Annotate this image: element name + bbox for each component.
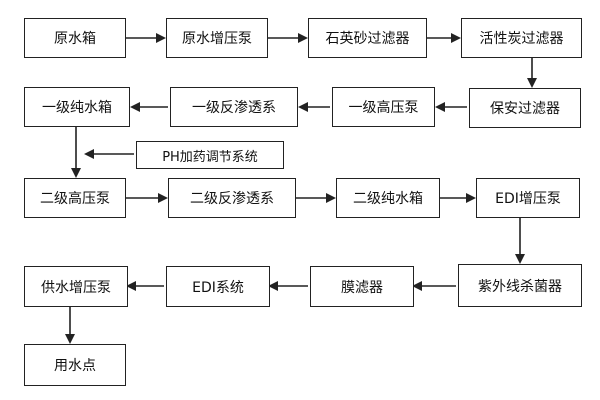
- node-secondary-pure-water-tank: 二级纯水箱: [336, 178, 440, 218]
- node-edi-booster-pump: EDI增压泵: [476, 178, 580, 218]
- node-primary-reverse-osmosis: 一级反渗透系: [170, 87, 298, 127]
- node-quartz-sand-filter: 石英砂过滤器: [308, 18, 427, 58]
- node-secondary-high-pressure-pump: 二级高压泵: [24, 178, 126, 218]
- node-raw-water-booster-pump: 原水增压泵: [166, 18, 268, 58]
- node-ph-dosing-system: PH加药调节系统: [136, 141, 284, 169]
- node-activated-carbon-filter: 活性炭过滤器: [461, 18, 582, 58]
- node-secondary-reverse-osmosis: 二级反渗透系: [168, 178, 296, 218]
- node-primary-pure-water-tank: 一级纯水箱: [24, 87, 130, 127]
- node-raw-water-tank: 原水箱: [24, 18, 126, 58]
- node-edi-system: EDI系统: [166, 266, 270, 307]
- node-membrane-filter: 膜滤器: [310, 266, 414, 307]
- node-uv-sterilizer: 紫外线杀菌器: [458, 264, 582, 307]
- node-primary-high-pressure-pump: 一级高压泵: [332, 87, 435, 127]
- node-water-point: 用水点: [24, 344, 126, 386]
- node-water-supply-booster-pump: 供水增压泵: [24, 266, 128, 307]
- node-security-filter: 保安过滤器: [469, 88, 581, 128]
